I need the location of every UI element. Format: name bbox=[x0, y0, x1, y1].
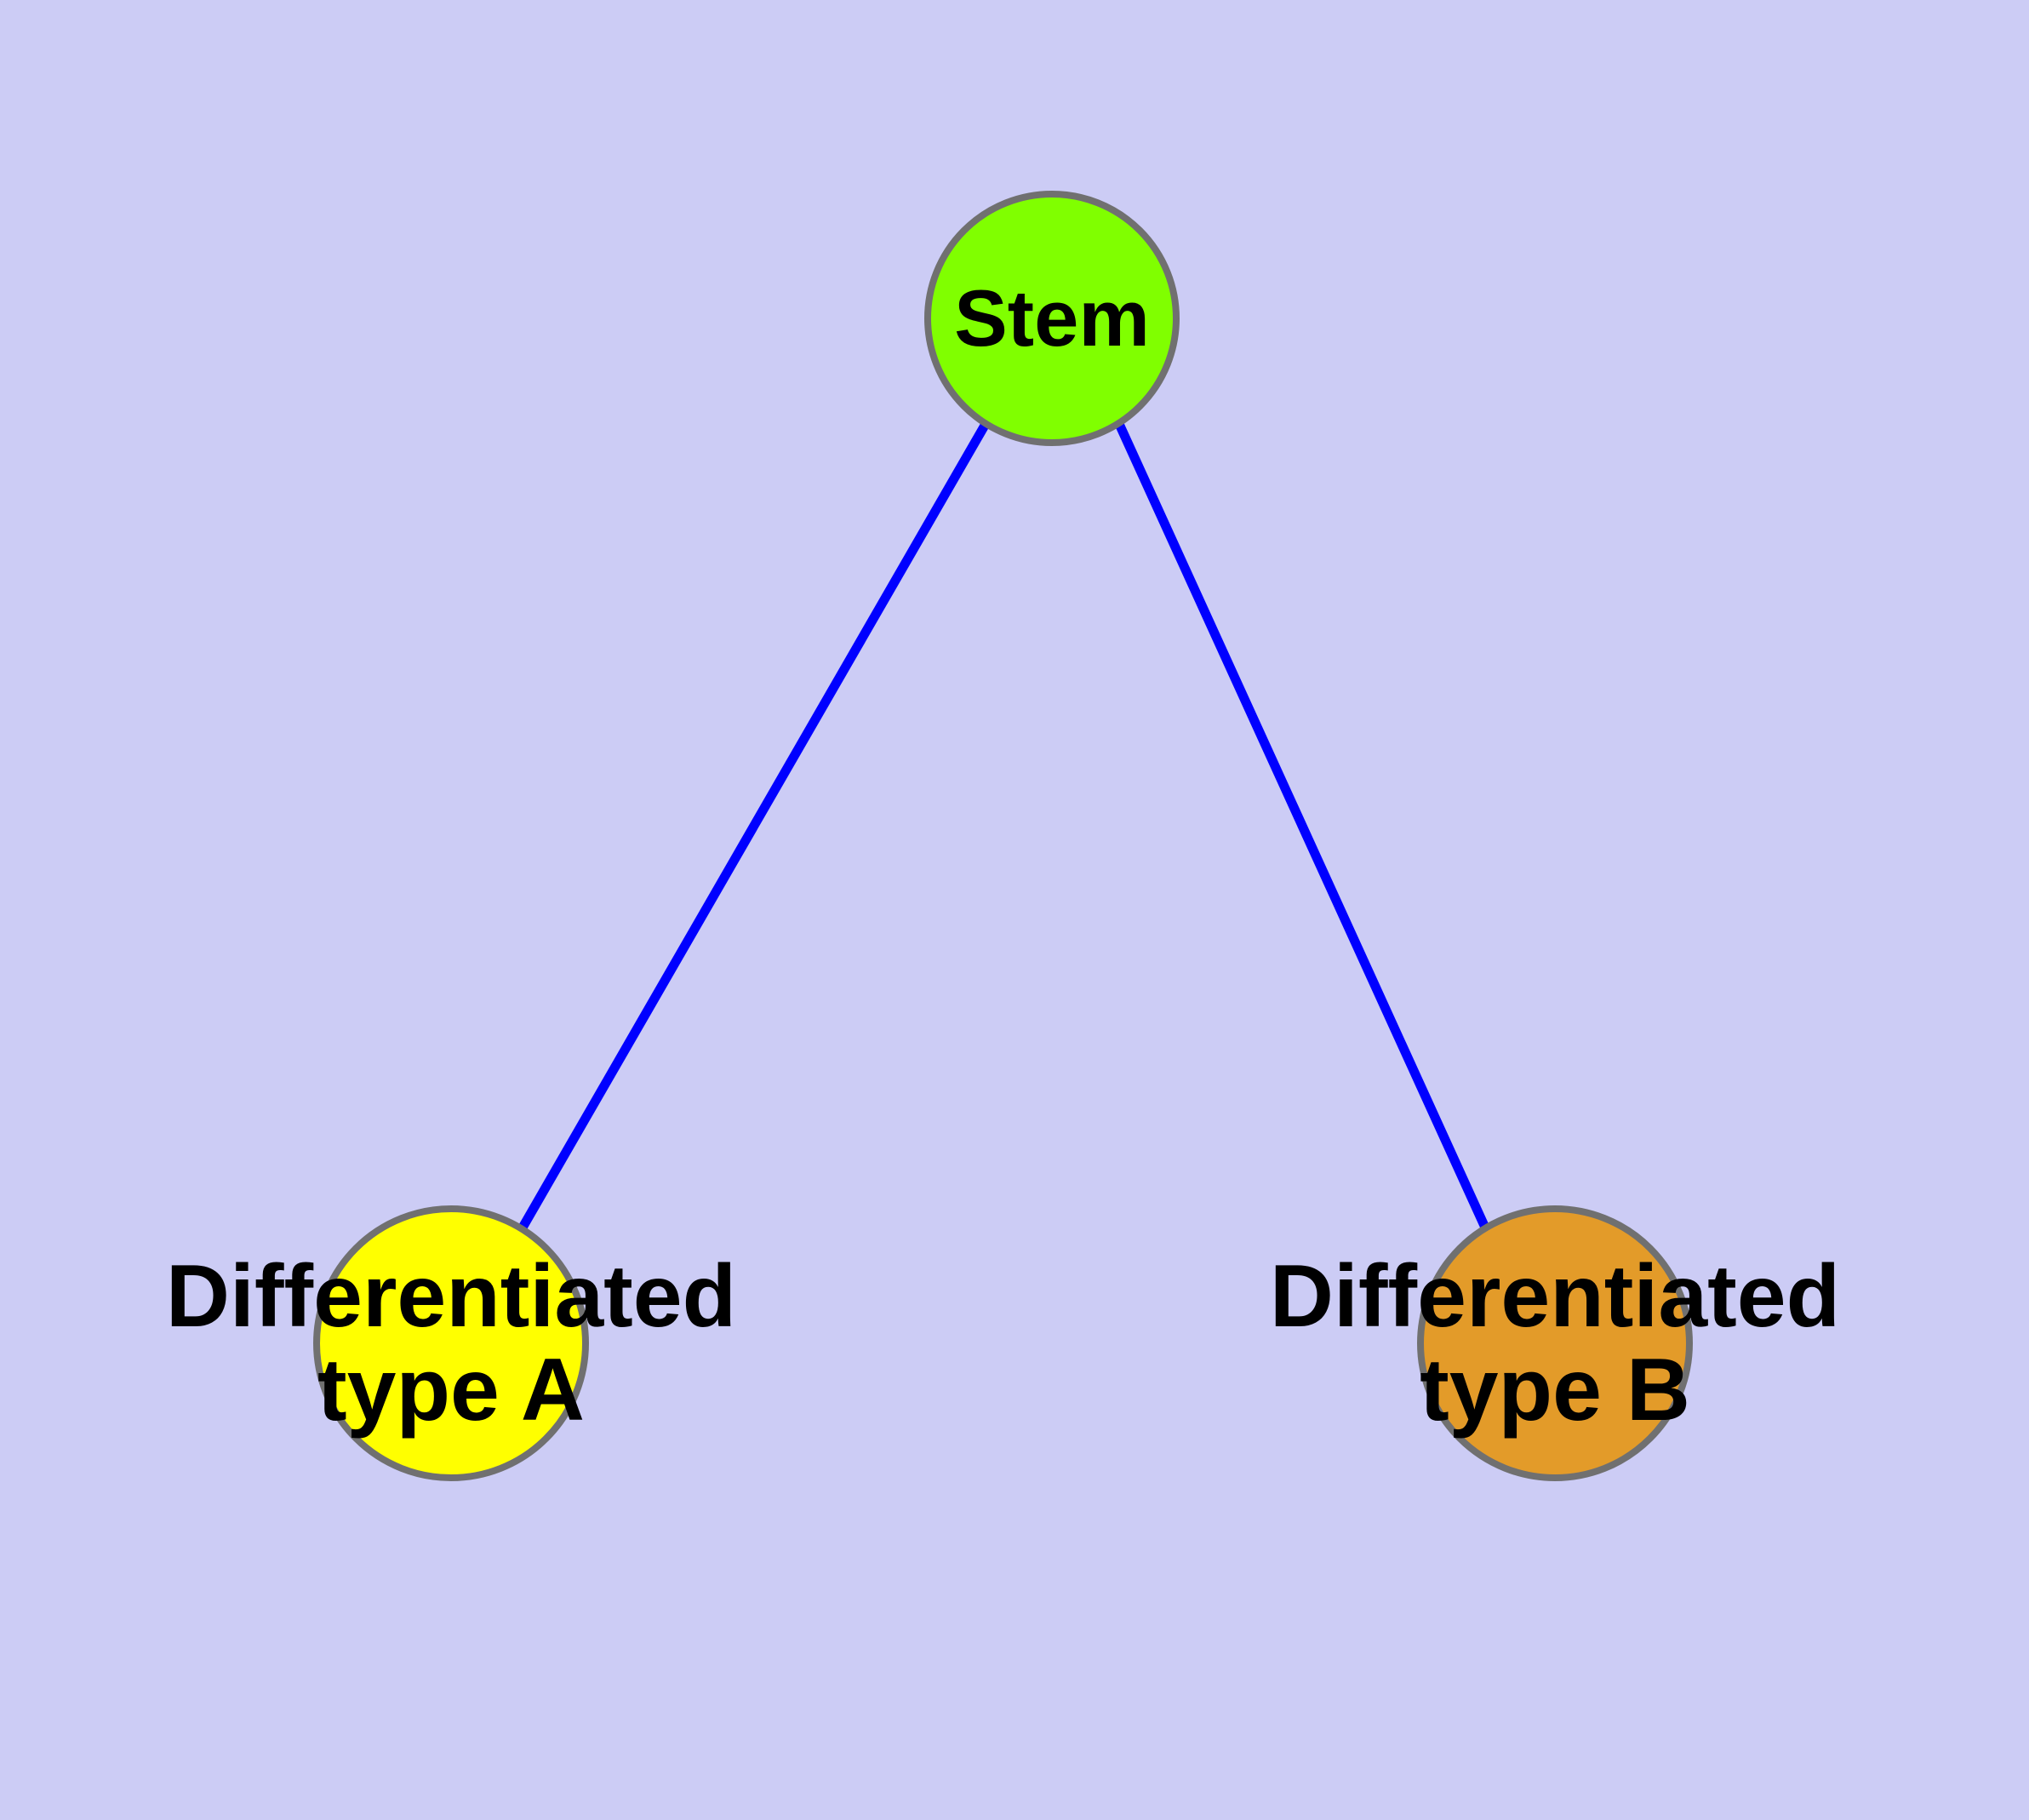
edge-stem-to-differentiated-type-a[interactable] bbox=[518, 421, 990, 1230]
node-differentiated-type-a[interactable] bbox=[313, 1205, 589, 1481]
node-stem[interactable] bbox=[924, 191, 1180, 446]
node-layer bbox=[313, 191, 1693, 1481]
edge-layer bbox=[518, 421, 1490, 1230]
edge-stem-to-differentiated-type-b[interactable] bbox=[1114, 421, 1490, 1230]
node-differentiated-type-b[interactable] bbox=[1417, 1205, 1693, 1481]
